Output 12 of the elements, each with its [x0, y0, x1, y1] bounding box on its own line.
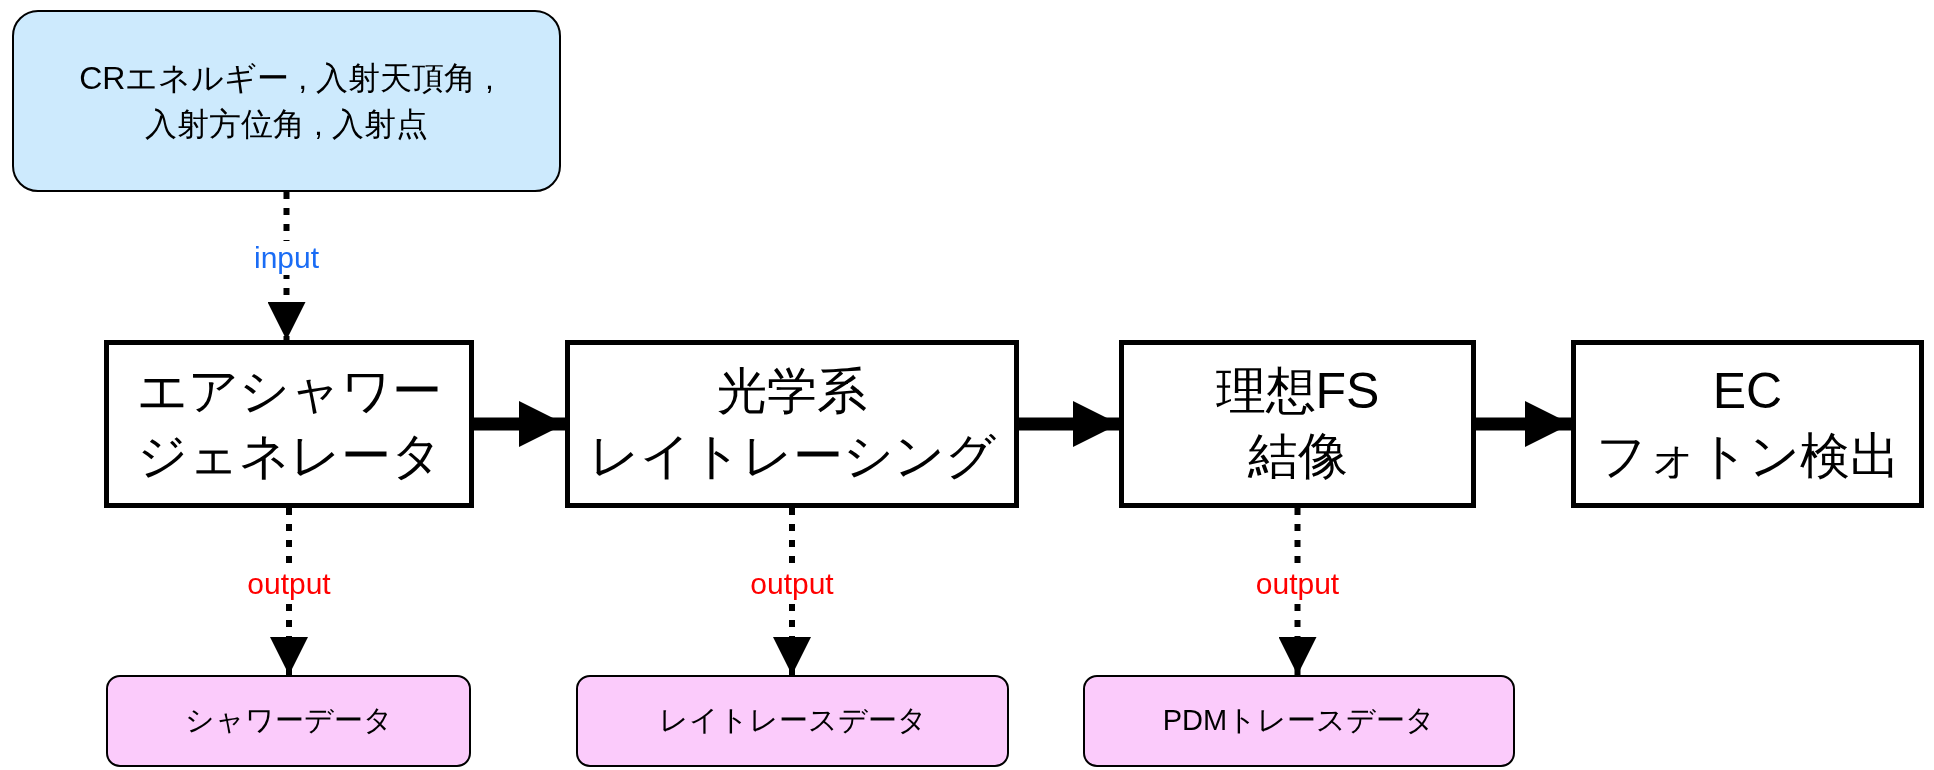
process-box: 光学系レイトレーシング [565, 340, 1019, 508]
process-box: ECフォトン検出 [1571, 340, 1924, 508]
input-parameters-box: CRエネルギー , 入射天頂角 , 入射方位角 , 入射点 [12, 10, 561, 192]
data-box: レイトレースデータ [576, 675, 1009, 767]
data-box: PDMトレースデータ [1083, 675, 1515, 767]
process-box: エアシャワージェネレータ [104, 340, 474, 508]
dotted-arrow [267, 192, 306, 340]
arrow [1019, 401, 1119, 447]
process-box: 理想FS結像 [1119, 340, 1476, 508]
data-box: シャワーデータ [106, 675, 471, 767]
arrow [474, 401, 565, 447]
arrow [1476, 401, 1571, 447]
